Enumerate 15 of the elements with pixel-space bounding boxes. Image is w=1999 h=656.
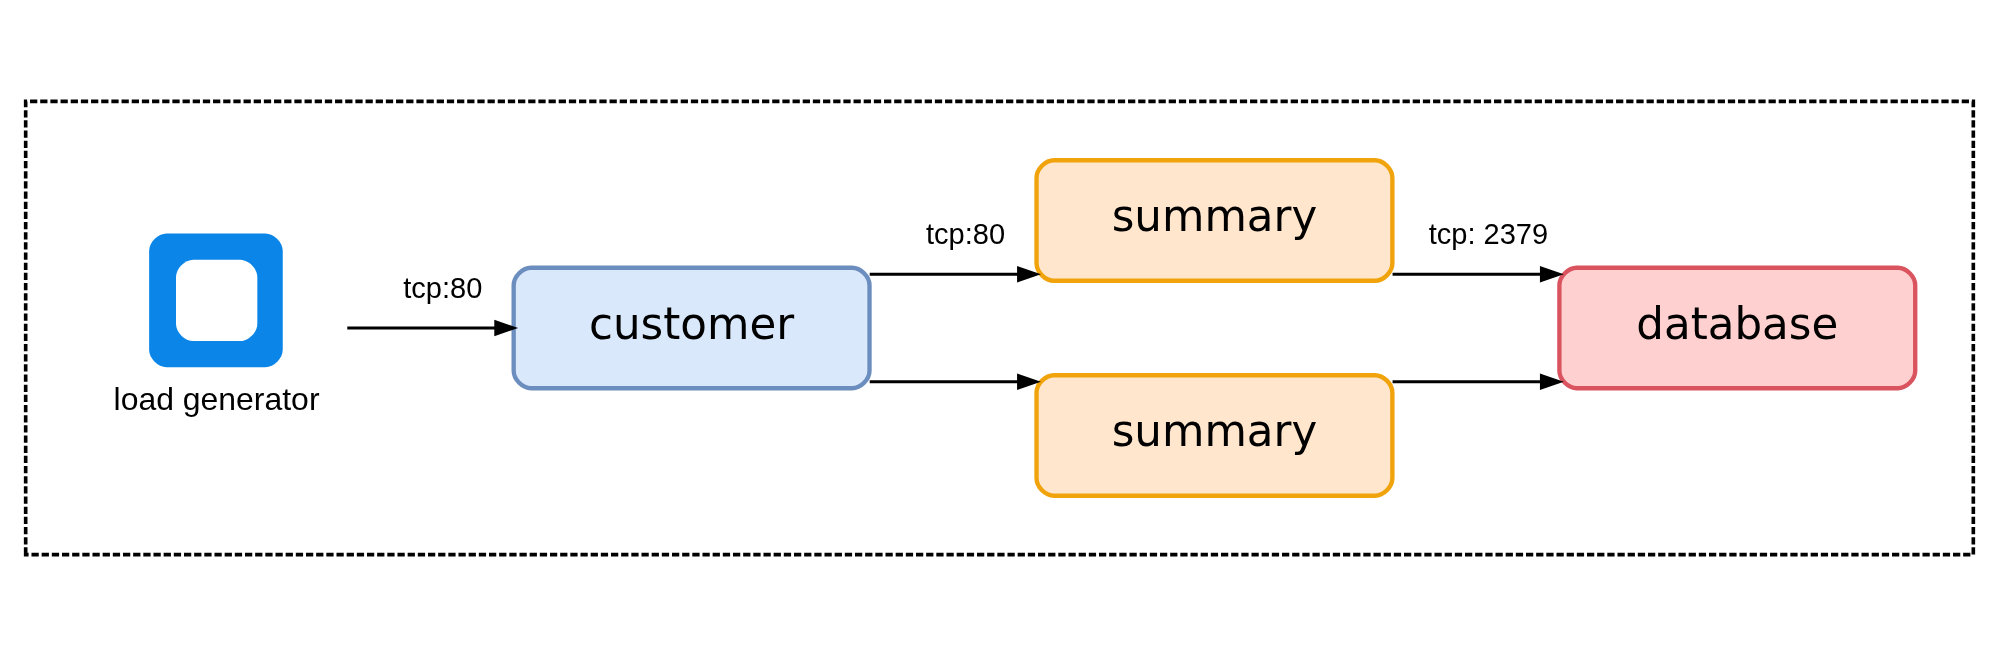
arrow [869,265,1041,283]
node-box: database [1557,265,1918,391]
edge-label: tcp: 2379 [1428,218,1549,251]
arrow [1392,373,1564,391]
arrow [347,319,519,337]
node-label: load generator [113,381,320,418]
node-box: summary [1034,373,1395,498]
cluster [23,99,1976,557]
edge-label: tcp:80 [926,218,1006,251]
node-box [149,233,283,368]
arrow [869,373,1041,391]
node-box: customer [511,265,872,391]
edge-label: tcp:80 [403,271,483,304]
node-box: summary [1034,158,1395,283]
arrow [1392,265,1564,283]
